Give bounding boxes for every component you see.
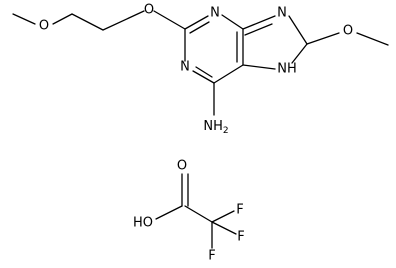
- atom-nh2-subscript: 2: [223, 126, 229, 136]
- atom-o-methoxyethyl: O: [39, 19, 49, 34]
- atom-o-ether-c2: O: [144, 3, 154, 18]
- bond-o-c2: [153, 10, 186, 30]
- bond-ch2-o: [102, 10, 145, 31]
- atom-nh2-main: NH: [203, 119, 223, 134]
- bond-c8-o: [306, 32, 340, 45]
- bond-c5-c6: [213, 64, 244, 84]
- bond-c4-n7-double: [244, 23, 273, 36]
- bond-c-cf3: [184, 205, 213, 223]
- atom-n1: N: [180, 60, 190, 75]
- atom-n3: N: [210, 6, 220, 21]
- bond-c-oh: [155, 205, 183, 220]
- atom-nh2: NH2: [203, 119, 228, 136]
- bond-n7-c8: [288, 15, 308, 45]
- bond-c-f-top: [211, 210, 235, 223]
- bond-o-ch2: [52, 13, 73, 25]
- bond-n9-c5: [242, 64, 276, 70]
- atom-f-bottom: F: [208, 249, 215, 264]
- tfa-bonds: [155, 173, 237, 249]
- atom-o-methoxy-c8: O: [343, 24, 353, 39]
- bond-o-methyl: [356, 32, 389, 46]
- bond-c2-n3-double: [189, 21, 210, 34]
- atom-o-carbonyl: O: [177, 159, 187, 174]
- atom-nh9: NH: [277, 62, 297, 77]
- atom-f-top: F: [236, 203, 243, 218]
- atom-n7: N: [277, 6, 287, 21]
- bond-n3-c4: [221, 14, 244, 30]
- bond-c6-n1-double: [195, 66, 213, 78]
- atom-f-right: F: [237, 230, 244, 245]
- tfa-atom-labels: O HO F F F: [133, 159, 245, 264]
- bond-methyl-o: [12, 13, 36, 25]
- purine-atom-labels: O O N N N O NH NH2: [39, 3, 353, 136]
- purine-bonds: [12, 10, 389, 116]
- bond-c6-n1: [192, 70, 215, 84]
- bond-c2-n3: [184, 15, 209, 30]
- bond-c-f-right: [211, 221, 237, 235]
- atom-ho: HO: [133, 216, 153, 231]
- bond-c4-n7: [242, 15, 276, 30]
- bond-c8-n9: [291, 43, 308, 64]
- bond-ch2-ch2: [71, 13, 104, 31]
